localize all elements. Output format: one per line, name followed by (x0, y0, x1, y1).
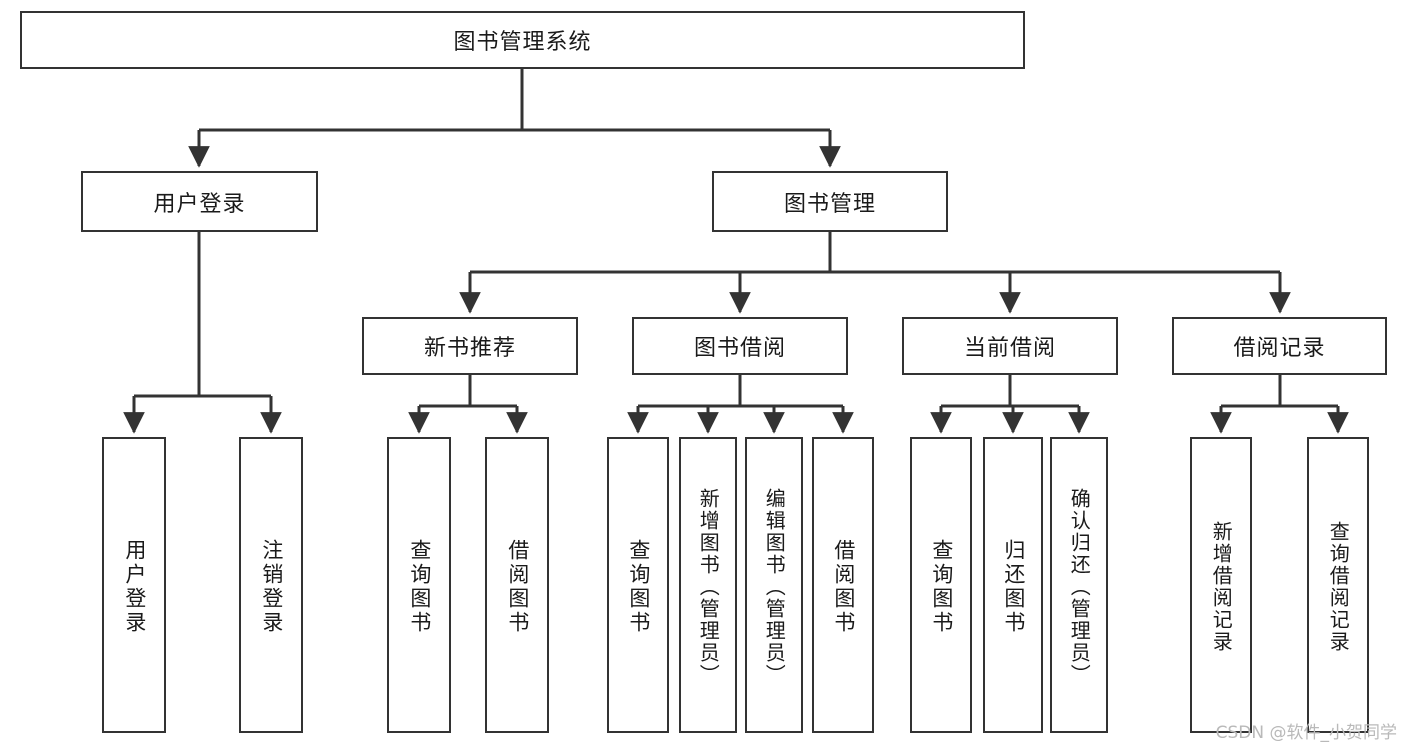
leaf-label: 新增图书（管理员） (696, 488, 721, 686)
leaf-label: 查询借阅记录 (1326, 521, 1351, 653)
leaf-label: 用户登录 (122, 539, 147, 635)
node-book-borrow-label: 图书借阅 (693, 336, 786, 361)
leaf-node[interactable]: 归还图书 (983, 437, 1043, 733)
leaf-label: 注销登录 (259, 539, 284, 635)
leaf-label: 确认归还（管理员） (1067, 488, 1092, 686)
leaf-label: 查询图书 (407, 539, 432, 635)
node-user-login[interactable]: 用户登录 (81, 171, 318, 232)
leaf-label: 查询图书 (626, 539, 651, 635)
watermark: CSDN @软件_小贺同学 (1215, 723, 1397, 743)
leaf-label: 借阅图书 (831, 539, 856, 635)
leaf-label: 编辑图书（管理员） (762, 488, 787, 686)
node-borrow-record[interactable]: 借阅记录 (1172, 317, 1387, 375)
leaf-node[interactable]: 新增借阅记录 (1190, 437, 1252, 733)
node-root[interactable]: 图书管理系统 (20, 11, 1025, 69)
node-book-management-label: 图书管理 (783, 191, 876, 217)
leaf-node[interactable]: 借阅图书 (485, 437, 549, 733)
node-book-borrow[interactable]: 图书借阅 (632, 317, 848, 375)
leaf-node[interactable]: 查询图书 (387, 437, 451, 733)
node-book-management[interactable]: 图书管理 (712, 171, 948, 232)
leaf-node[interactable]: 确认归还（管理员） (1050, 437, 1108, 733)
leaf-label: 归还图书 (1001, 539, 1026, 635)
node-borrow-record-label: 借阅记录 (1233, 336, 1326, 361)
leaf-label: 查询图书 (929, 539, 954, 635)
node-current-borrow[interactable]: 当前借阅 (902, 317, 1118, 375)
node-user-login-label: 用户登录 (153, 191, 246, 217)
leaf-node[interactable]: 查询图书 (910, 437, 972, 733)
leaf-label: 借阅图书 (505, 539, 530, 635)
leaf-node[interactable]: 编辑图书（管理员） (745, 437, 803, 733)
node-current-borrow-label: 当前借阅 (963, 336, 1056, 361)
leaf-label: 新增借阅记录 (1209, 521, 1234, 653)
leaf-node[interactable]: 查询借阅记录 (1307, 437, 1369, 733)
node-new-book-recommend-label: 新书推荐 (423, 336, 516, 361)
leaf-node[interactable]: 注销登录 (239, 437, 303, 733)
node-root-label: 图书管理系统 (453, 30, 592, 55)
leaf-node[interactable]: 借阅图书 (812, 437, 874, 733)
leaf-node[interactable]: 查询图书 (607, 437, 669, 733)
leaf-node[interactable]: 用户登录 (102, 437, 166, 733)
leaf-node[interactable]: 新增图书（管理员） (679, 437, 737, 733)
node-new-book-recommend[interactable]: 新书推荐 (362, 317, 578, 375)
